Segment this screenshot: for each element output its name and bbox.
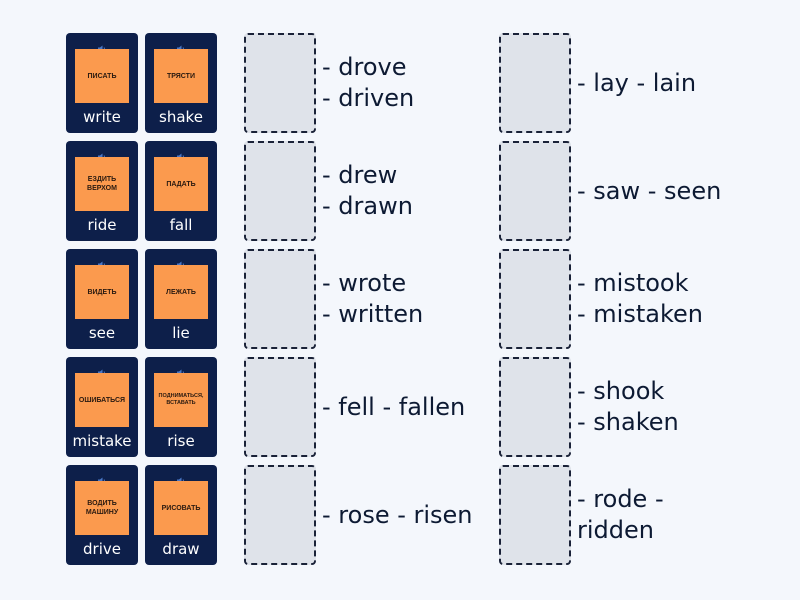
word-card[interactable]: ВИДЕТЬ see [66, 249, 138, 349]
target-clue: - rose - risen [322, 465, 492, 565]
speaker-icon[interactable] [176, 254, 186, 269]
word-card[interactable]: ЛЕЖАТЬ lie [145, 249, 217, 349]
word-card[interactable]: ОШИБАТЬСЯ mistake [66, 357, 138, 457]
card-image: ТРЯСТИ [154, 49, 208, 103]
speaker-icon[interactable] [97, 362, 107, 377]
drop-slot[interactable] [244, 465, 316, 565]
card-english-word: write [83, 108, 121, 126]
card-russian-text: ЕЗДИТЬ ВЕРХОМ [87, 176, 117, 192]
card-russian-text: ВИДЕТЬ [87, 288, 117, 296]
card-russian-text: РИСОВАТЬ [161, 504, 201, 512]
speaker-icon[interactable] [176, 146, 186, 161]
speaker-icon[interactable] [97, 146, 107, 161]
card-russian-text: ПАДАТЬ [166, 180, 196, 188]
card-russian-text: ОШИБАТЬСЯ [78, 396, 126, 404]
word-card[interactable]: ЕЗДИТЬ ВЕРХОМ ride [66, 141, 138, 241]
speaker-icon[interactable] [97, 254, 107, 269]
target-clue-text: - lay - lain [577, 68, 697, 97]
card-image: ВИДЕТЬ [75, 265, 129, 319]
target-clue-text: - shook - shaken [577, 377, 679, 436]
target-clue: - mistook - mistaken [577, 249, 747, 349]
target-clue: - wrote - written [322, 249, 492, 349]
word-card[interactable]: РИСОВАТЬ draw [145, 465, 217, 565]
target-clue-text: - rose - risen [322, 500, 473, 529]
word-card[interactable]: ПИСАТЬ write [66, 33, 138, 133]
speaker-icon[interactable] [97, 470, 107, 485]
card-english-word: shake [159, 108, 203, 126]
target-clue: - saw - seen [577, 141, 747, 241]
card-english-word: lie [172, 324, 190, 342]
target-clue: - fell - fallen [322, 357, 492, 457]
drop-slot[interactable] [499, 357, 571, 457]
target-clue-text: - mistook - mistaken [577, 269, 703, 328]
drop-slot[interactable] [499, 141, 571, 241]
speaker-icon[interactable] [176, 362, 186, 377]
drop-slot[interactable] [499, 465, 571, 565]
target-clue: - rode - ridden [577, 465, 747, 565]
card-image: ЛЕЖАТЬ [154, 265, 208, 319]
card-english-word: fall [169, 216, 193, 234]
card-russian-text: ТРЯСТИ [167, 72, 195, 80]
card-english-word: ride [87, 216, 117, 234]
card-image: ОШИБАТЬСЯ [75, 373, 129, 427]
word-card[interactable]: ВОДИТЬ МАШИНУ drive [66, 465, 138, 565]
card-image: ЕЗДИТЬ ВЕРХОМ [75, 157, 129, 211]
card-english-word: see [88, 324, 116, 342]
drop-slot[interactable] [244, 249, 316, 349]
card-russian-text: ЛЕЖАТЬ [166, 288, 196, 296]
target-clue-text: - drew - drawn [322, 161, 413, 220]
drop-slot[interactable] [499, 33, 571, 133]
card-russian-text: ПОДНИМАТЬСЯ, ВСТАВАТЬ [158, 393, 204, 406]
card-russian-text: ПИСАТЬ [87, 72, 117, 80]
target-clue: - shook - shaken [577, 357, 747, 457]
drop-slot[interactable] [244, 141, 316, 241]
word-card[interactable]: ПОДНИМАТЬСЯ, ВСТАВАТЬ rise [145, 357, 217, 457]
drop-slot[interactable] [244, 357, 316, 457]
target-clue-text: - saw - seen [577, 176, 722, 205]
card-english-word: draw [162, 540, 200, 558]
word-card[interactable]: ТРЯСТИ shake [145, 33, 217, 133]
target-clue-text: - fell - fallen [322, 392, 466, 421]
speaker-icon[interactable] [176, 38, 186, 53]
card-image: РИСОВАТЬ [154, 481, 208, 535]
speaker-icon[interactable] [176, 470, 186, 485]
word-card[interactable]: ПАДАТЬ fall [145, 141, 217, 241]
target-clue: - drew - drawn [322, 141, 492, 241]
target-clue-text: - rode - ridden [577, 485, 664, 544]
card-english-word: drive [83, 540, 121, 558]
target-clue-text: - wrote - written [322, 269, 424, 328]
card-russian-text: ВОДИТЬ МАШИНУ [85, 500, 119, 516]
drop-slot[interactable] [499, 249, 571, 349]
card-english-word: rise [167, 432, 195, 450]
speaker-icon[interactable] [97, 38, 107, 53]
card-image: ПИСАТЬ [75, 49, 129, 103]
card-image: ПАДАТЬ [154, 157, 208, 211]
card-image: ВОДИТЬ МАШИНУ [75, 481, 129, 535]
card-english-word: mistake [72, 432, 132, 450]
target-clue-text: - drove - driven [322, 53, 415, 112]
target-clue: - lay - lain [577, 33, 747, 133]
card-image: ПОДНИМАТЬСЯ, ВСТАВАТЬ [154, 373, 208, 427]
drop-slot[interactable] [244, 33, 316, 133]
target-clue: - drove - driven [322, 33, 492, 133]
